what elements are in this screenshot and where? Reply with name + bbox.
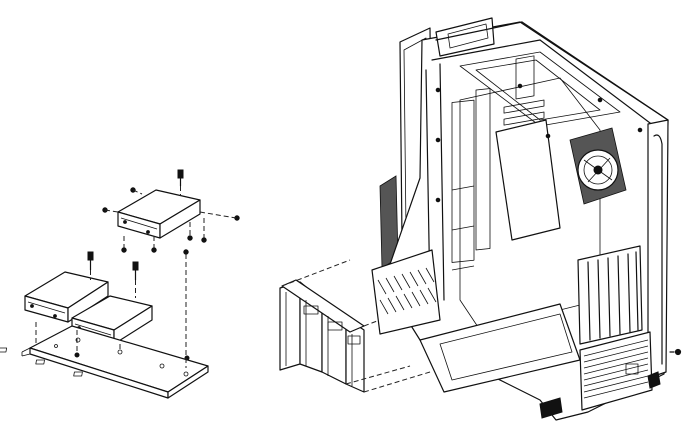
storage-drive-top bbox=[117, 189, 201, 239]
hdd-cage bbox=[279, 279, 365, 393]
assembly-guide-lines-left bbox=[35, 186, 237, 368]
case-rear-screw bbox=[669, 348, 682, 356]
storage-drive-lower-left bbox=[24, 271, 109, 323]
pc-case-chassis bbox=[371, 17, 669, 421]
mounting-screws bbox=[74, 169, 240, 361]
drive-tray-bracket bbox=[0, 325, 209, 399]
